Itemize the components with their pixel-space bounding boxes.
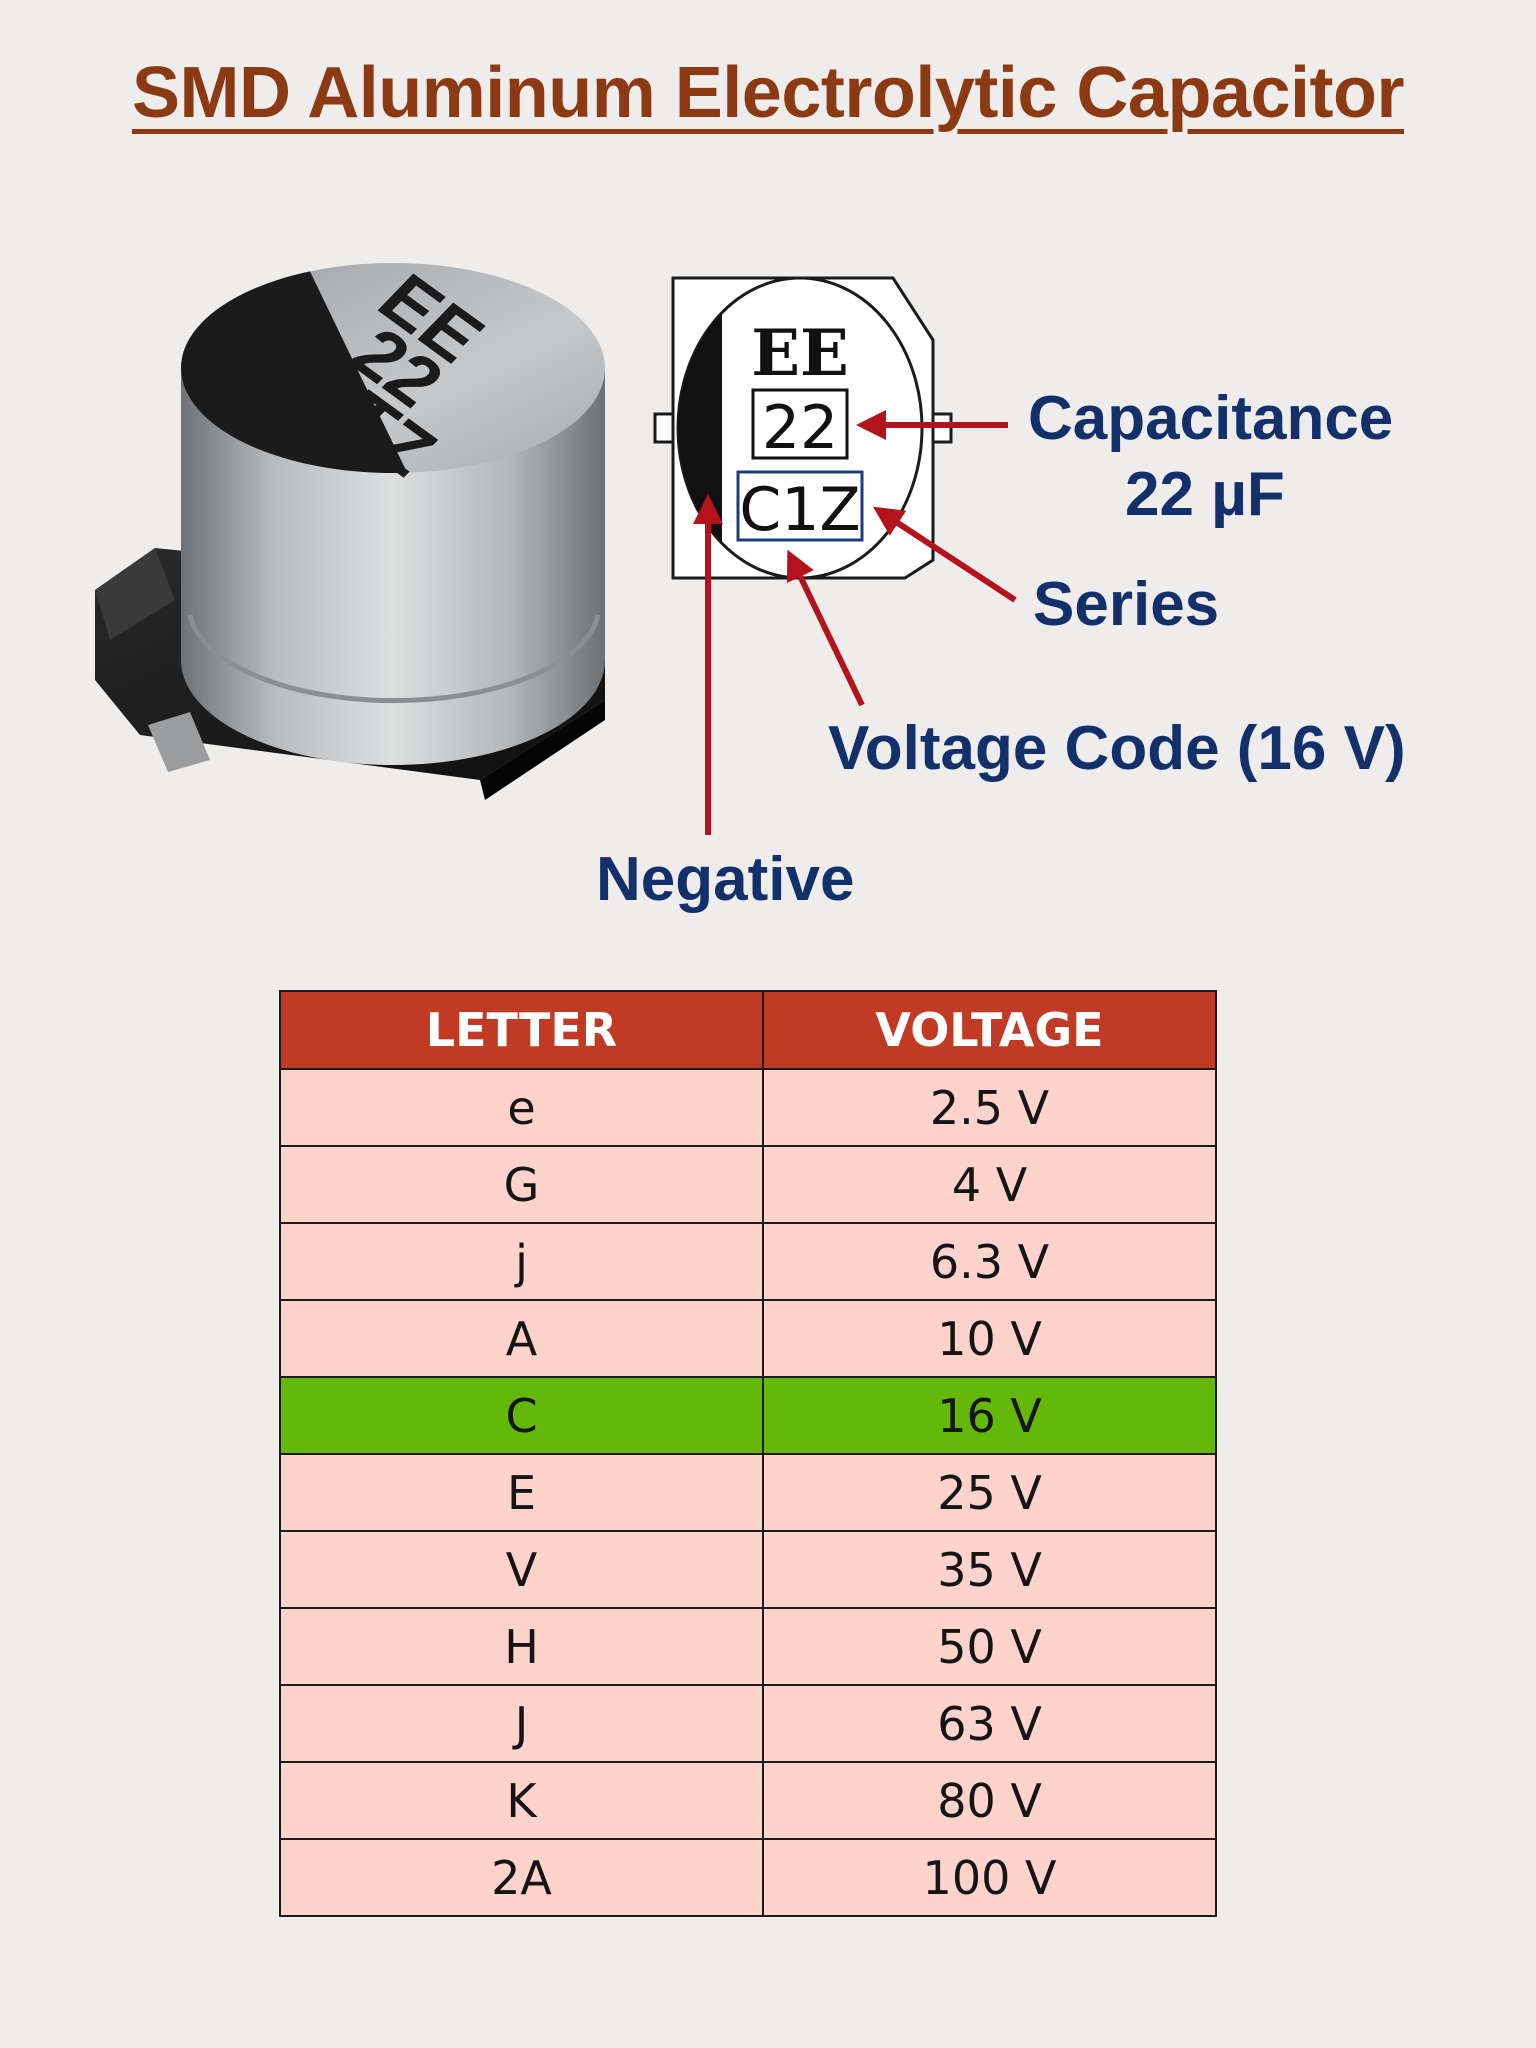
voltage-code-label: Voltage Code (16 V) xyxy=(828,714,1406,783)
series-box xyxy=(736,470,864,542)
cell-letter: j xyxy=(279,1222,764,1301)
capacitor-photo: EE 22 CTZ xyxy=(95,259,605,800)
cell-letter: 2A xyxy=(279,1838,764,1917)
capacitance-value: 22 µF xyxy=(1125,460,1285,529)
cell-voltage: 4 V xyxy=(762,1145,1217,1224)
cell-letter: V xyxy=(279,1530,764,1609)
cell-letter: E xyxy=(279,1453,764,1532)
cell-voltage: 63 V xyxy=(762,1684,1217,1763)
cell-letter: G xyxy=(279,1145,764,1224)
header-letter: LETTER xyxy=(279,990,764,1070)
cell-letter: J xyxy=(279,1684,764,1763)
series-label: Series xyxy=(1033,570,1220,639)
capacitance-box xyxy=(751,388,849,460)
negative-stripe xyxy=(678,313,722,543)
cell-voltage: 25 V xyxy=(762,1453,1217,1532)
cell-letter: H xyxy=(279,1607,764,1686)
capacitor-can xyxy=(181,368,605,765)
page-title: SMD Aluminum Electrolytic Capacitor xyxy=(131,53,1405,133)
diagram-marking-line1: EE xyxy=(751,316,849,391)
table-header-row: LETTER VOLTAGE xyxy=(279,990,1217,1070)
capacitor-illustration: EE 22 CTZ EE 22 C1Z xyxy=(95,259,1017,835)
series-arrow xyxy=(872,506,1017,603)
cell-voltage: 80 V xyxy=(762,1761,1217,1840)
header-voltage: VOLTAGE xyxy=(762,990,1217,1070)
cell-letter: A xyxy=(279,1299,764,1378)
cell-voltage: 10 V xyxy=(762,1299,1217,1378)
voltage-code-arrow xyxy=(786,549,865,707)
cell-voltage: 2.5 V xyxy=(762,1068,1217,1147)
diagram-marking-line2: 22 xyxy=(762,393,838,463)
cell-voltage: 6.3 V xyxy=(762,1222,1217,1301)
callout-arrows xyxy=(693,410,1017,835)
cell-voltage: 16 V xyxy=(762,1376,1217,1455)
capacitance-label: Capacitance xyxy=(1028,384,1394,453)
marking-diagram: EE 22 C1Z xyxy=(653,276,953,580)
capacitor-pad xyxy=(148,712,210,772)
cell-letter: K xyxy=(279,1761,764,1840)
cell-voltage: 100 V xyxy=(762,1838,1217,1917)
negative-label: Negative xyxy=(596,845,855,914)
cell-letter: C xyxy=(279,1376,764,1455)
diagram-marking-line3: C1Z xyxy=(739,475,860,545)
cell-letter: e xyxy=(279,1068,764,1147)
cell-voltage: 50 V xyxy=(762,1607,1217,1686)
cell-voltage: 35 V xyxy=(762,1530,1217,1609)
